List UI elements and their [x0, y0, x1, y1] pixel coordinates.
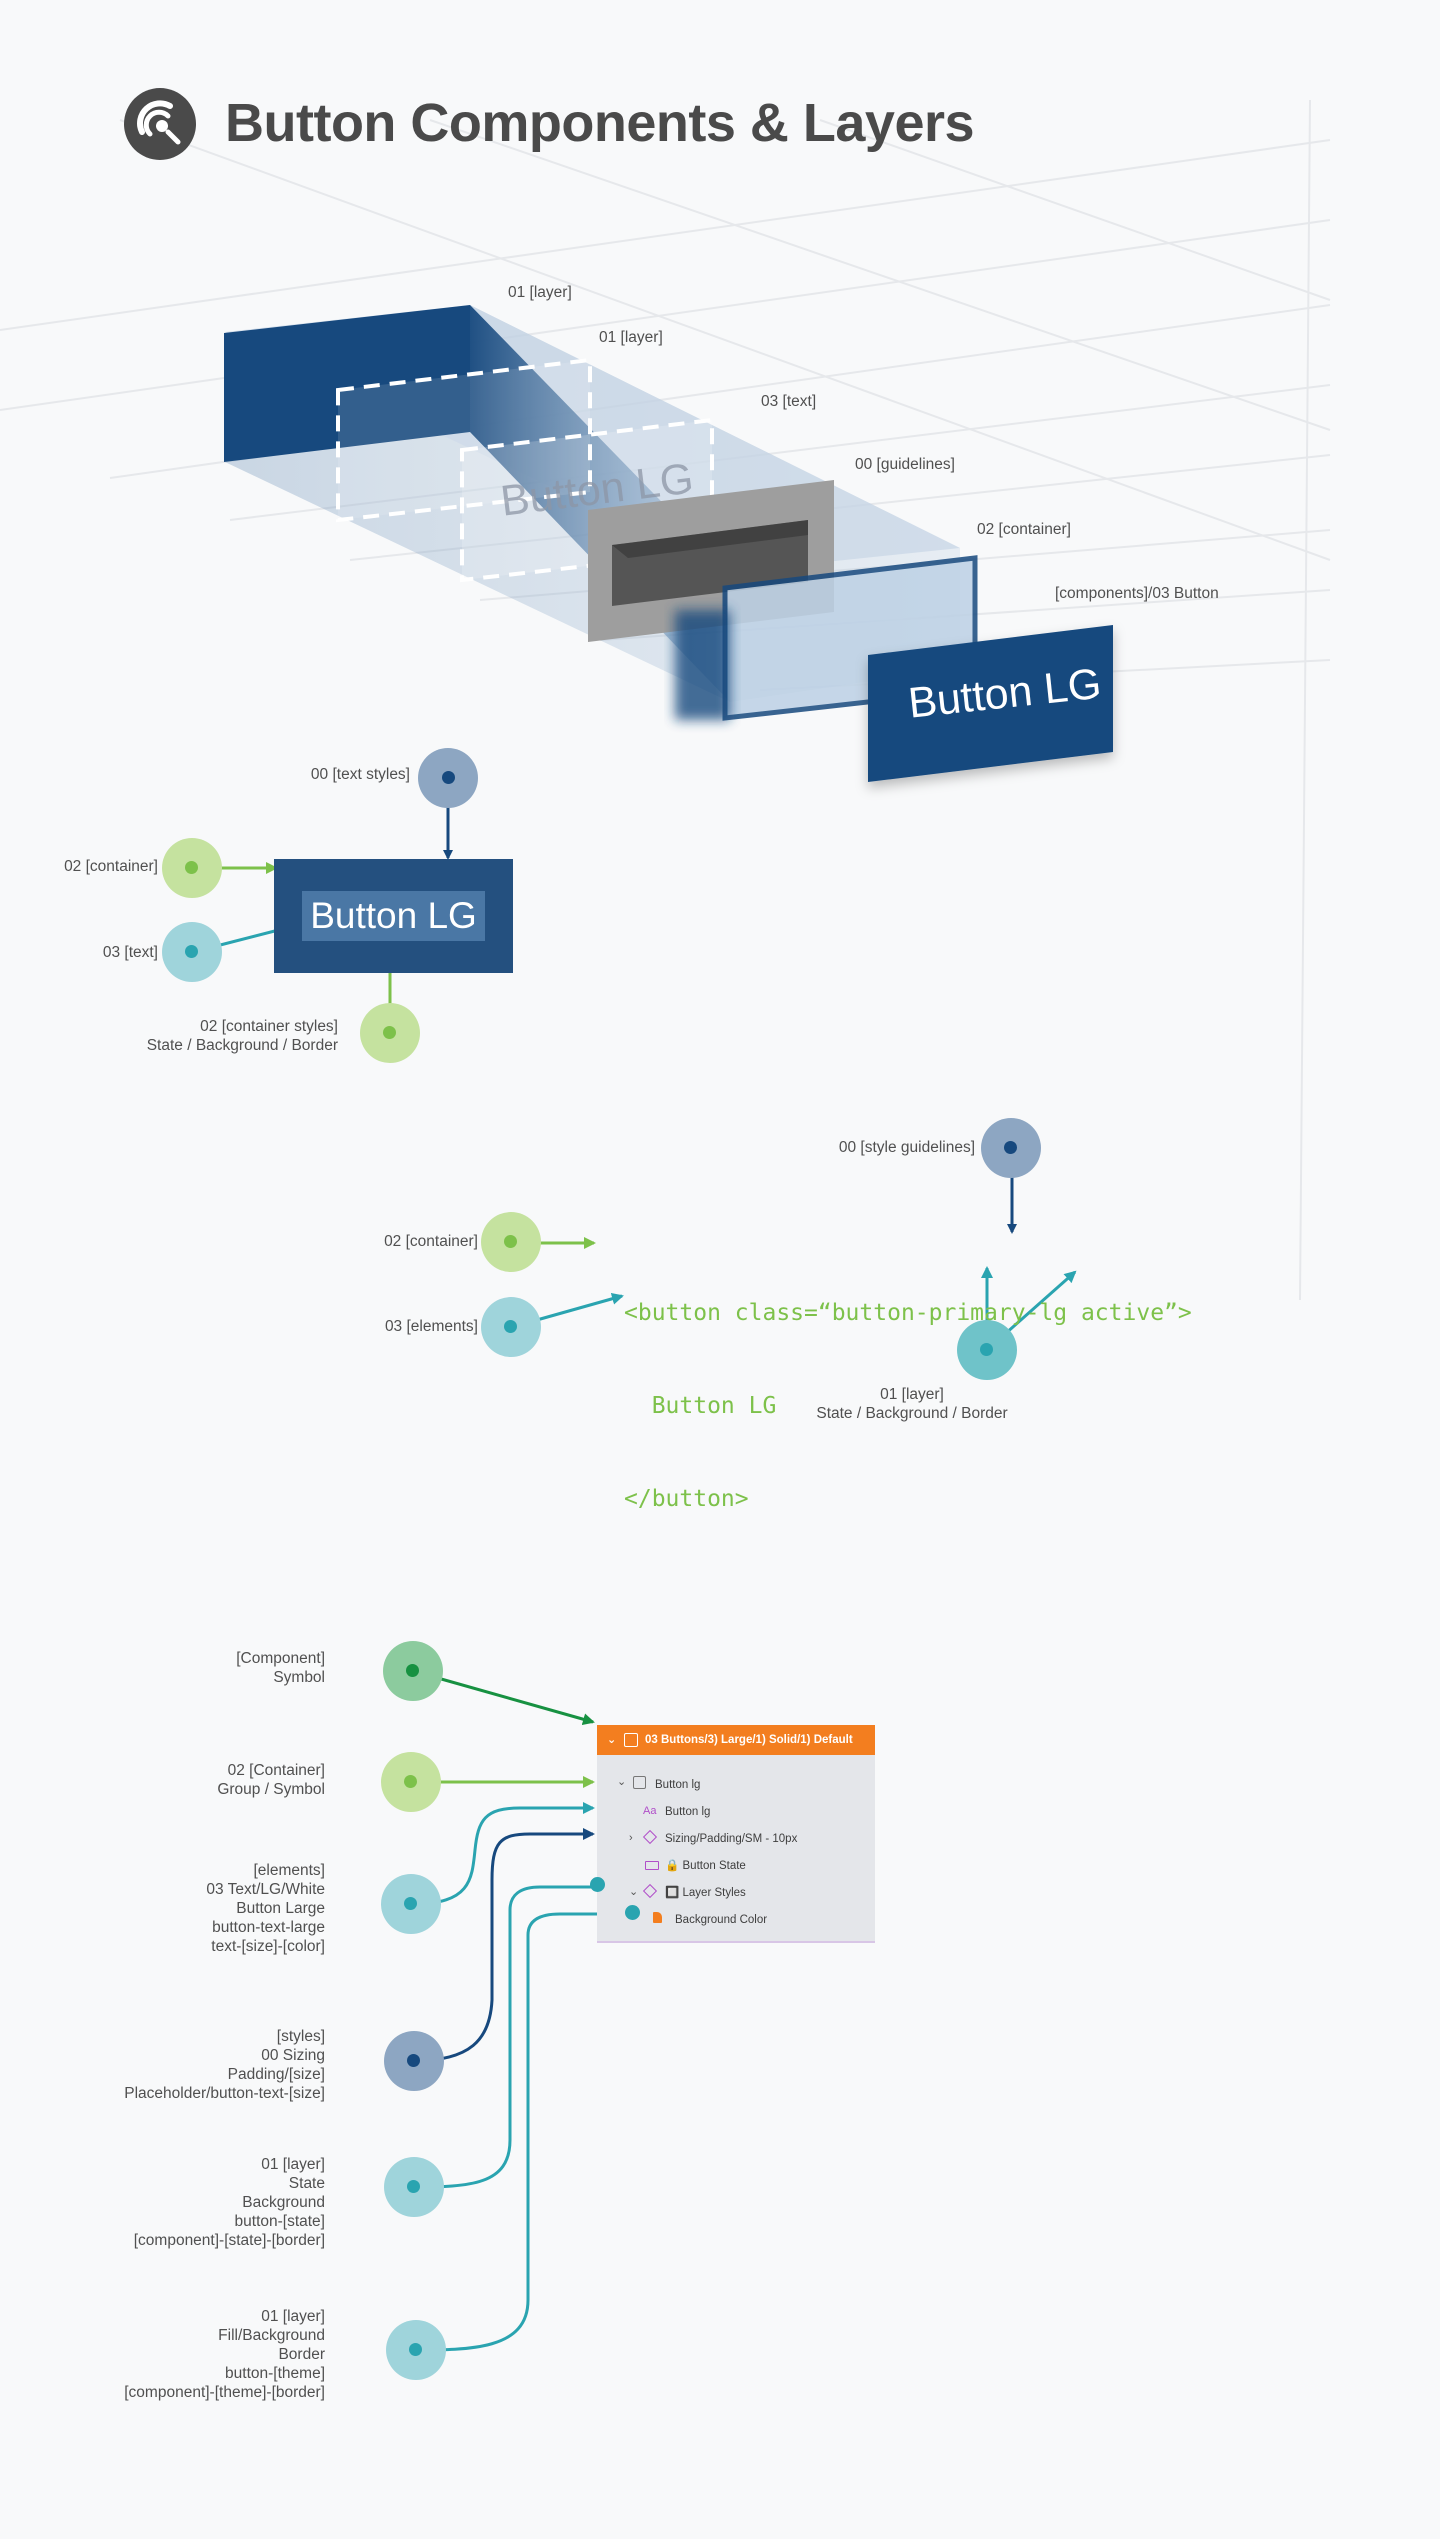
label-panel-container: 02 [Container] Group / Symbol — [217, 1762, 325, 1798]
rectangle-icon — [645, 1861, 659, 1870]
connector-dot — [590, 1877, 605, 1892]
container-styles-dot — [383, 1026, 396, 1039]
label-panel-styles: [styles] 00 Sizing Padding/[size] Placeh… — [124, 2028, 325, 2102]
code-layer-dot — [980, 1343, 993, 1356]
perspective-grid — [0, 99, 1331, 1301]
layer-row-button-lg[interactable]: Button lg — [655, 1779, 701, 1791]
text-dot — [185, 945, 198, 958]
isometric-button-layers — [224, 305, 1113, 782]
label-code-layer: 01 [layer] State / Background / Border — [816, 1386, 1008, 1422]
panel-layer-fill-dot — [409, 2343, 422, 2356]
style-guidelines-dot — [1004, 1141, 1017, 1154]
symbol-icon — [633, 1776, 646, 1789]
code-container-dot — [504, 1235, 517, 1248]
label-text: 03 [text] — [102, 944, 158, 961]
layer-row-button-state[interactable]: 🔒 Button State — [665, 1860, 746, 1872]
iso-label-guidelines: 00 [guidelines] — [855, 456, 955, 473]
layers-panel-title: 03 Buttons/3) Large/1) Solid/1) Default — [645, 1734, 853, 1746]
layer-row-layer-styles[interactable]: 🔲 Layer Styles — [665, 1887, 746, 1899]
symbol-icon — [624, 1733, 638, 1747]
layers-panel-header[interactable]: ⌄ 03 Buttons/3) Large/1) Solid/1) Defaul… — [597, 1725, 875, 1755]
elements-dot — [504, 1320, 517, 1333]
diamond-icon — [642, 1883, 658, 1899]
component-dot — [406, 1664, 419, 1677]
label-text-styles: 00 [text styles] — [310, 766, 410, 783]
headphones-icon — [124, 88, 196, 160]
code-snippet: <button class=“button-primary-lg active”… — [624, 1236, 1192, 1577]
chevron-down-icon[interactable]: ⌄ — [607, 1734, 617, 1746]
code-line-2: Button LG — [624, 1393, 777, 1419]
panel-layer-state-dot — [407, 2180, 420, 2193]
panel-elements-dot — [404, 1897, 417, 1910]
code-line-3: </button> — [624, 1486, 749, 1512]
layer-row-sizing[interactable]: Sizing/Padding/SM - 10px — [665, 1833, 798, 1845]
layers-connectors — [412, 1669, 632, 2352]
container-dot — [185, 861, 198, 874]
layers-panel: ⌄ 03 Buttons/3) Large/1) Solid/1) Defaul… — [597, 1725, 875, 1943]
diamond-icon — [642, 1829, 658, 1845]
iso-label-container: 02 [container] — [977, 521, 1071, 538]
button-lg-preview[interactable]: Button LG — [274, 859, 513, 973]
label-panel-layer-fill: 01 [layer] Fill/Background Border button… — [124, 2308, 325, 2401]
chevron-down-icon[interactable]: ⌄ — [617, 1776, 627, 1788]
iso-label-component: [components]/03 Button — [1055, 585, 1219, 602]
fill-icon — [653, 1912, 662, 1923]
code-line-1: <button class=“button-primary-lg active”… — [624, 1300, 1192, 1326]
page-title: Button Components & Layers — [225, 93, 975, 153]
label-panel-layer-state: 01 [layer] State Background button-[stat… — [133, 2156, 325, 2249]
button-lg-label: Button LG — [302, 891, 485, 941]
label-elements: 03 [elements] — [384, 1318, 478, 1335]
text-styles-dot — [442, 771, 455, 784]
label-component: [Component] Symbol — [236, 1650, 325, 1686]
layer-row-background-color[interactable]: Background Color — [675, 1914, 768, 1926]
iso-label-layer-1: 01 [layer] — [508, 284, 572, 301]
panel-container-dot — [404, 1775, 417, 1788]
label-container-styles: 02 [container styles] State / Background… — [146, 1018, 338, 1054]
label-container: 02 [container] — [64, 858, 158, 875]
panel-styles-dot — [407, 2054, 420, 2067]
chevron-right-icon[interactable]: › — [629, 1832, 633, 1844]
iso-label-text: 03 [text] — [761, 393, 817, 410]
iso-label-layer-2: 01 [layer] — [599, 329, 663, 346]
label-panel-elements: [elements] 03 Text/LG/White Button Large… — [206, 1862, 325, 1955]
label-code-container: 02 [container] — [384, 1233, 478, 1250]
connector-dot — [625, 1905, 640, 1920]
chevron-down-icon[interactable]: ⌄ — [629, 1886, 639, 1898]
layer-row-text[interactable]: Button lg — [665, 1806, 711, 1818]
label-style-guidelines: 00 [style guidelines] — [838, 1139, 975, 1156]
text-icon: Aa — [643, 1805, 657, 1817]
